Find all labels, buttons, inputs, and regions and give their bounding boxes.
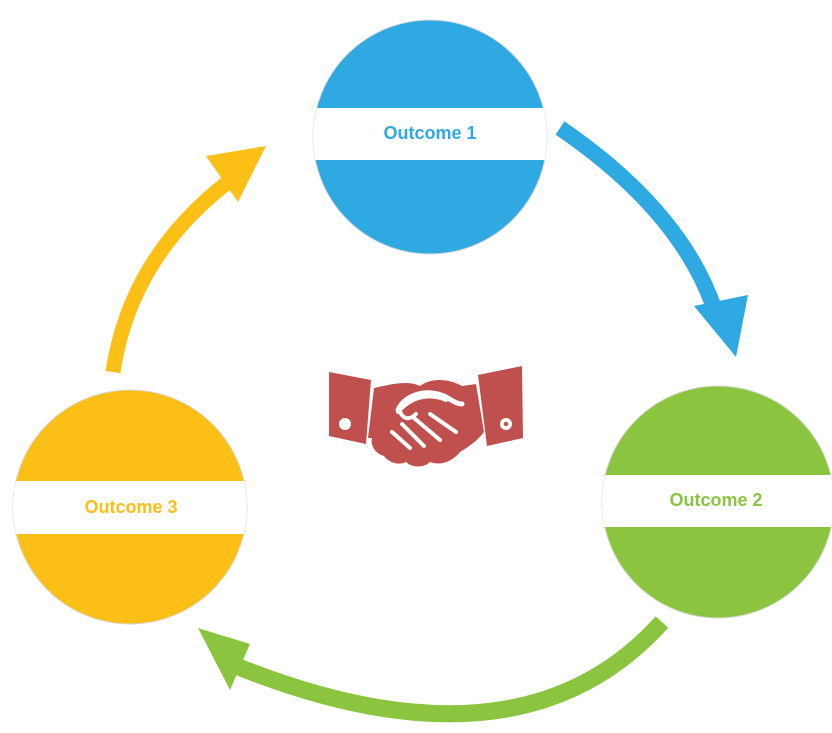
node-outcome-2-label: Outcome 2 bbox=[669, 490, 762, 510]
arrow-2-3-shaft bbox=[232, 616, 669, 723]
arrow-outcome-2-to-outcome-3 bbox=[198, 616, 669, 723]
arrow-1-2-head bbox=[694, 295, 748, 357]
handshake-icon bbox=[329, 366, 523, 467]
node-outcome-3-label: Outcome 3 bbox=[84, 497, 177, 517]
handshake-thumb bbox=[395, 390, 465, 413]
node-outcome-3: Outcome 3 bbox=[12, 389, 248, 625]
handshake-grooves bbox=[390, 394, 458, 450]
node-outcome-1: Outcome 1 bbox=[312, 19, 548, 255]
node-outcome-2-band bbox=[602, 475, 832, 527]
arrow-outcome-3-to-outcome-1 bbox=[105, 146, 266, 374]
arrow-2-3-head bbox=[198, 628, 250, 690]
handshake-left-button bbox=[339, 418, 351, 430]
node-outcome-1-band bbox=[313, 108, 547, 160]
node-outcome-1-label: Outcome 1 bbox=[383, 123, 476, 143]
handshake-right-button-dot bbox=[503, 421, 509, 427]
arrow-outcome-1-to-outcome-2 bbox=[555, 121, 748, 357]
arrow-3-1-shaft bbox=[105, 176, 233, 374]
arrow-3-1-head bbox=[206, 146, 266, 202]
arrow-1-2-shaft bbox=[555, 121, 722, 311]
node-outcome-3-band bbox=[13, 481, 247, 534]
handshake-left-cuff bbox=[329, 372, 371, 444]
handshake-right-cuff bbox=[478, 366, 523, 446]
node-outcome-2: Outcome 2 bbox=[601, 385, 832, 619]
